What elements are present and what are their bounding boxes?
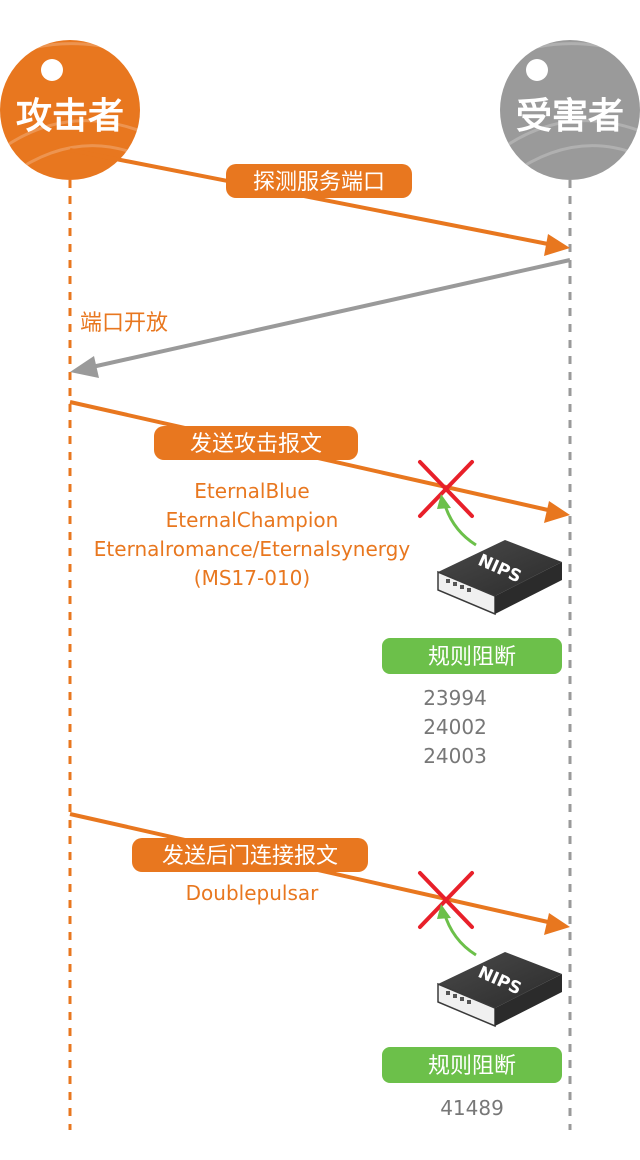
attack-label: 发送攻击报文: [190, 432, 322, 457]
rule-block-label: 规则阻断: [428, 1054, 516, 1079]
nips-device-icon: NIPS: [437, 540, 562, 616]
rule-id: 24002: [423, 715, 487, 739]
rule-block-label: 规则阻断: [428, 645, 516, 670]
victim-label: 受害者: [516, 96, 624, 137]
red-x-icon: [418, 460, 474, 518]
exploit-name: EternalChampion: [166, 508, 339, 532]
attacker-label: 攻击者: [16, 96, 124, 137]
arrow-head-icon: [70, 356, 99, 378]
rule-block-badge: [382, 1047, 562, 1083]
attacker-actor: 攻击者: [0, 40, 140, 180]
block-1: NIPS 规则阻断 23994 24002 24003: [382, 460, 562, 768]
port-open-label: 端口开放: [80, 311, 168, 336]
probe-message: 探测服务端口: [69, 148, 570, 256]
victim-actor: 受害者: [500, 40, 640, 180]
probe-label: 探测服务端口: [253, 170, 385, 195]
rule-block-badge: [382, 638, 562, 674]
backdoor-label: 发送后门连接报文: [162, 844, 338, 869]
payload-name: Doublepulsar: [186, 881, 319, 905]
block-arrow: [442, 911, 477, 957]
arrow-head-icon: [544, 501, 570, 523]
red-x-icon: [418, 871, 474, 929]
rule-id: 24003: [423, 744, 487, 768]
arrow-head-icon: [544, 913, 570, 935]
arrow-head-icon: [544, 234, 570, 256]
attack-message: 发送攻击报文 EternalBlue EternalChampion Etern…: [69, 400, 570, 590]
exploit-name: (MS17-010): [194, 566, 310, 590]
rule-id: 41489: [440, 1096, 504, 1120]
rule-id: 23994: [423, 686, 487, 710]
port-open-message: 端口开放: [70, 258, 571, 378]
block-arrow: [442, 501, 477, 547]
nips-device-icon: NIPS: [437, 952, 562, 1028]
block-2: NIPS 规则阻断 41489: [382, 871, 562, 1120]
exploit-name: EternalBlue: [194, 479, 309, 503]
exploit-name: Eternalromance/Eternalsynergy: [94, 537, 411, 561]
backdoor-message: 发送后门连接报文 Doublepulsar: [69, 812, 570, 935]
